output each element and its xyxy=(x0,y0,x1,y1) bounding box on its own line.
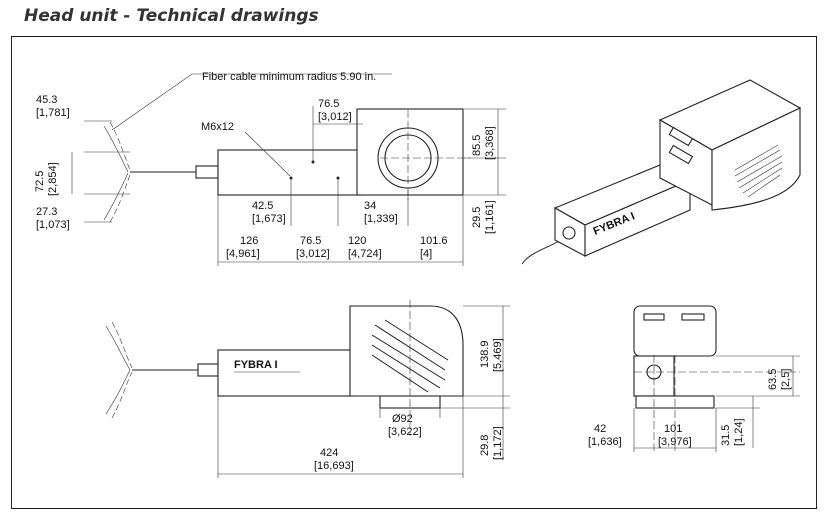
dim-45-3-in: [1,781] xyxy=(36,107,70,119)
cable-radius-curve xyxy=(103,125,129,173)
front-view: 63.5 [2,5] 31.5 [1,24] 42 [1,636] 101 [3… xyxy=(588,305,800,452)
cable-radius-curve xyxy=(105,369,131,415)
dim-72-5: 72.5 xyxy=(34,171,46,192)
note-leader xyxy=(111,73,392,131)
dim-27-3-in: [1,073] xyxy=(36,219,70,231)
iso-port xyxy=(668,144,694,165)
dim-126: 126 xyxy=(240,235,258,247)
dim-72-5-in: [2,854] xyxy=(47,162,59,196)
side-vents xyxy=(371,319,449,393)
dim-120: 120 xyxy=(348,235,366,247)
dim-424-in: [16,693] xyxy=(314,460,354,472)
dim-92: Ø92 xyxy=(392,413,413,425)
dim-45-3: 45.3 xyxy=(36,94,57,106)
dim-42-5: 42.5 xyxy=(252,200,273,212)
dim-29-5-in: [1,161] xyxy=(484,200,496,234)
dim-34-in: [1,339] xyxy=(364,213,398,225)
dim-42: 42 xyxy=(594,423,606,435)
iso-body-side xyxy=(584,179,691,257)
dim-138-9: 138.9 xyxy=(479,340,491,368)
iso-vents xyxy=(734,144,783,198)
dim-63-5: 63.5 xyxy=(767,369,779,390)
dim-27-3: 27.3 xyxy=(36,206,57,218)
front-port xyxy=(681,313,705,321)
cable-radius-curve xyxy=(111,321,133,369)
dim-31-5-in: [1,24] xyxy=(733,418,745,446)
page-title: Head unit - Technical drawings xyxy=(24,6,319,26)
dim-31-5: 31.5 xyxy=(720,425,732,446)
cable-radius-curve xyxy=(103,172,129,221)
dim-42-in: [1,636] xyxy=(588,436,622,448)
cable-connector xyxy=(195,165,219,179)
iso-scanner-side xyxy=(711,107,801,211)
dim-85-5: 85.5 xyxy=(471,135,483,156)
dim-34: 34 xyxy=(364,200,376,212)
dim-85-5-in: [3,368] xyxy=(484,126,496,160)
dim-138-9-in: [5,469] xyxy=(492,338,504,372)
m6-label: M6x12 xyxy=(201,121,234,133)
dim-42-5-in: [1,673] xyxy=(252,213,286,225)
dim-76-5-bottom: 76.5 xyxy=(300,235,321,247)
dim-63-5-in: [2,5] xyxy=(780,369,792,390)
scanner-block-side xyxy=(349,305,464,397)
top-view: Fiber cable minimum radius 5.90 in. M6x1… xyxy=(34,71,506,266)
side-view: FYBRA I 138.9 [5,469] 29.8 [1,172] Ø92 [… xyxy=(105,300,510,478)
cable-radius-note: Fiber cable minimum radius 5.90 in. xyxy=(202,71,376,83)
dim-424: 424 xyxy=(320,447,338,459)
dim-101-in: [3,976] xyxy=(658,436,692,448)
cable-radius-curve xyxy=(111,371,133,419)
dim-101: 101 xyxy=(664,423,682,435)
dim-76-5-bottom-in: [3,012] xyxy=(296,248,330,260)
cable-radius-curve xyxy=(109,121,131,171)
drawing-frame xyxy=(11,36,817,509)
dim-101-6: 101.6 xyxy=(420,235,448,247)
dim-29-8-in: [1,172] xyxy=(492,426,504,460)
iso-port xyxy=(668,126,694,147)
isometric-view: FYBRA I xyxy=(521,79,802,265)
dim-92-in: [3,622] xyxy=(388,426,422,438)
dim-126-in: [4,961] xyxy=(226,248,260,260)
side-brand: FYBRA I xyxy=(234,359,278,371)
m6-leader xyxy=(244,131,291,177)
cable-connector xyxy=(197,363,219,377)
dim-76-5-top: 76.5 xyxy=(318,98,339,110)
iso-connector xyxy=(562,226,576,240)
cable-radius-curve xyxy=(109,174,131,223)
cable-radius-curve xyxy=(105,325,131,371)
dim-76-5-top-in: [3,012] xyxy=(318,111,352,123)
front-port xyxy=(643,313,665,321)
dim-29-5: 29.5 xyxy=(471,207,483,228)
head-body-side xyxy=(217,349,359,397)
dim-29-8: 29.8 xyxy=(479,435,491,456)
dim-120-in: [4,724] xyxy=(348,248,382,260)
dim-101-6-in: [4] xyxy=(420,248,432,260)
